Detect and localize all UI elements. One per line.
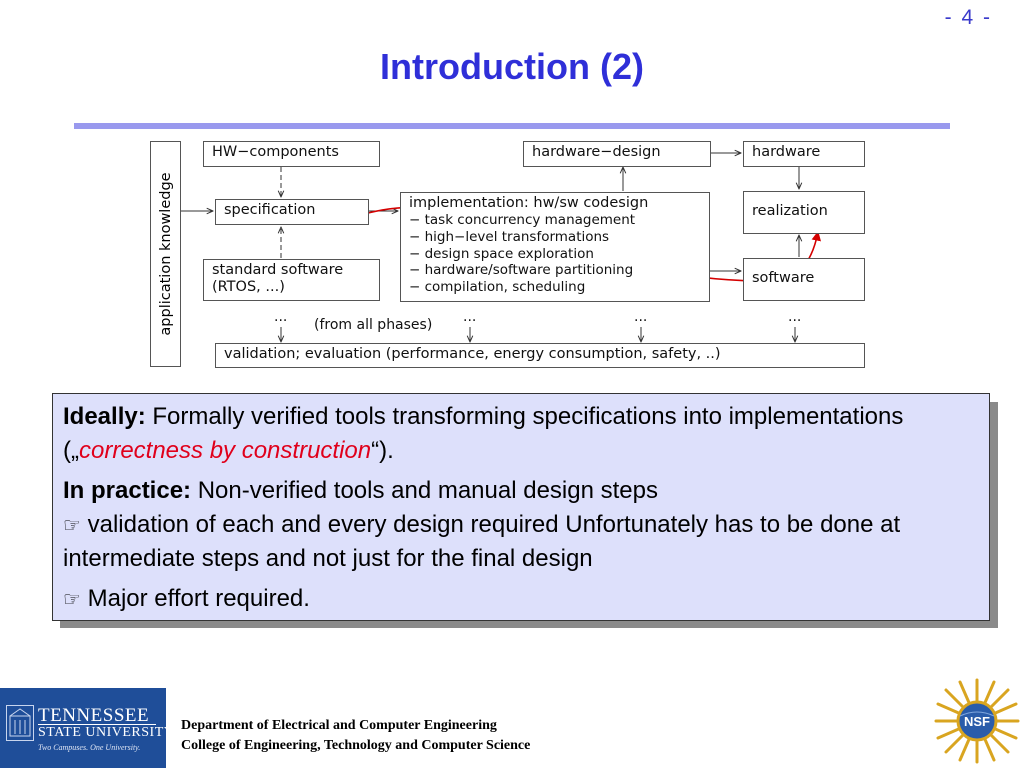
standard-software-line-1: standard software bbox=[212, 262, 344, 278]
practice-label: In practice: bbox=[63, 477, 192, 504]
tsu-logo: TENNESSEE STATE UNIVERSITY Two Campuses.… bbox=[0, 688, 174, 768]
department-line: Department of Electrical and Computer En… bbox=[181, 718, 497, 733]
design-flow-diagram: application knowledge HW−components spec… bbox=[0, 0, 1024, 380]
implementation-box: implementation: hw/sw codesign − task co… bbox=[400, 192, 710, 302]
phases-note: (from all phases) bbox=[314, 317, 433, 333]
ideally-text-2: “). bbox=[371, 437, 394, 464]
callout-box: Ideally: Formally verified tools transfo… bbox=[52, 393, 990, 621]
application-knowledge-label: application knowledge bbox=[158, 172, 174, 336]
ideally-label: Ideally: bbox=[63, 403, 146, 430]
dots-2: ... bbox=[463, 309, 477, 325]
dots-3: ... bbox=[634, 309, 648, 325]
software-box: software bbox=[743, 258, 865, 301]
effort-text: Major effort required. bbox=[80, 585, 310, 612]
specification-box: specification bbox=[215, 199, 369, 225]
list-item: − compilation, scheduling bbox=[409, 279, 586, 296]
tsu-seal-icon bbox=[6, 705, 34, 741]
nsf-text: NSF bbox=[964, 714, 990, 729]
list-item: − task concurrency management bbox=[409, 212, 636, 228]
title-divider bbox=[74, 123, 950, 129]
college-line: College of Engineering, Technology and C… bbox=[181, 738, 531, 753]
application-knowledge-box bbox=[150, 141, 181, 367]
standard-software-box: standard software (RTOS, ...) bbox=[203, 259, 380, 301]
validation-text: validation of each and every design requ… bbox=[63, 511, 901, 572]
hardware-box: hardware bbox=[743, 141, 865, 167]
list-item: − hardware/software partitioning bbox=[409, 262, 634, 279]
ideally-text-1: Formally verified tools transforming spe… bbox=[63, 403, 904, 464]
nsf-globe bbox=[956, 700, 998, 742]
pointing-hand-icon: ☞ bbox=[63, 587, 81, 611]
slide-title: Introduction (2) bbox=[380, 46, 644, 87]
hw-components-box: HW−components bbox=[203, 141, 380, 167]
implementation-list: − task concurrency management − high−lev… bbox=[409, 212, 701, 296]
dots-4: ... bbox=[788, 309, 802, 325]
tsu-rule bbox=[38, 724, 156, 725]
tsu-tagline: Two Campuses. One University. bbox=[38, 743, 141, 752]
pointing-hand-icon: ☞ bbox=[63, 513, 81, 537]
tsu-name-line-2: STATE UNIVERSITY bbox=[38, 725, 175, 740]
effort-paragraph: ☞ Major effort required. bbox=[63, 582, 979, 616]
practice-paragraph: In practice: Non-verified tools and manu… bbox=[63, 474, 979, 576]
slide-number: - 4 - bbox=[944, 6, 992, 29]
nsf-logo-icon: NSF bbox=[934, 678, 1020, 764]
ideally-paragraph: Ideally: Formally verified tools transfo… bbox=[63, 400, 979, 468]
list-item: − high−level transformations bbox=[409, 228, 610, 245]
standard-software-line-2: (RTOS, ...) bbox=[212, 279, 285, 295]
tsu-name-line-1: TENNESSEE bbox=[38, 705, 150, 726]
implementation-title: implementation: hw/sw codesign bbox=[409, 195, 649, 211]
hardware-design-box: hardware−design bbox=[523, 141, 711, 167]
validation-box: validation; evaluation (performance, ene… bbox=[215, 343, 865, 368]
list-item: − design space exploration bbox=[409, 245, 594, 262]
realization-box: realization bbox=[743, 191, 865, 234]
correctness-highlight: correctness by construction bbox=[78, 437, 372, 464]
footer-department: Department of Electrical and Computer En… bbox=[181, 716, 530, 756]
dots-1: ... bbox=[274, 309, 288, 325]
practice-text: Non-verified tools and manual design ste… bbox=[191, 477, 658, 504]
